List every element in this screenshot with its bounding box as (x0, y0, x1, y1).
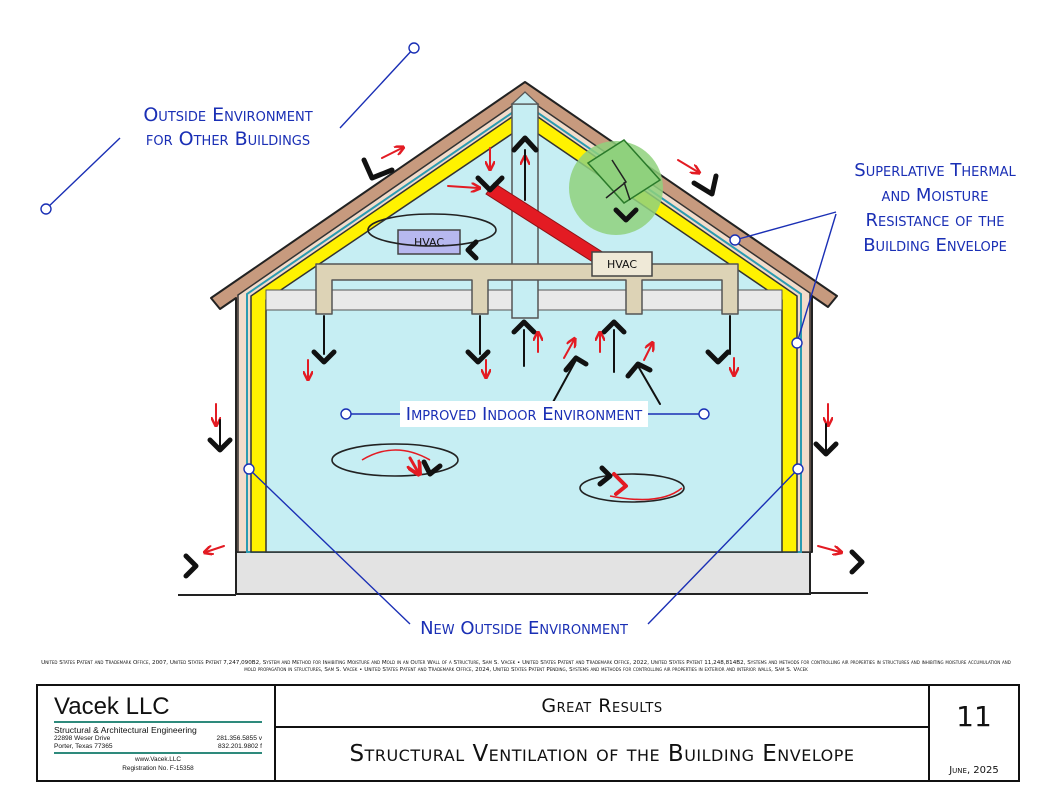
arrow-chevron-black (563, 355, 589, 373)
label-improved-indoor: Improved Indoor Environment (406, 404, 642, 425)
arrow-chevron-black (183, 553, 199, 579)
attic-fan-housing (586, 139, 662, 204)
arrow-black-line (637, 365, 661, 405)
arrow-chevron-black (597, 465, 613, 487)
arrow-chevron-black (475, 175, 505, 193)
arrow-black-line (551, 359, 577, 405)
airflow-arrows (183, 135, 865, 579)
leader-dot (340, 408, 352, 420)
arrow-red (677, 159, 698, 172)
logo-divider (54, 752, 262, 754)
label-new-outside: New Outside Environment (420, 618, 628, 639)
leader-dot (698, 408, 710, 420)
arrow-red (381, 148, 402, 159)
arrow-chevron-black (511, 135, 539, 153)
leader-superlative-lower (796, 213, 837, 344)
hvac-unit-right-label: HVAC (607, 258, 637, 271)
indoor-air-loop-right (579, 473, 685, 503)
leader-outside-other-upper (339, 47, 415, 129)
callout-leaders (40, 42, 837, 625)
company-registration: Registration No. F-15358 (122, 764, 194, 772)
callout-labels: Outside Environment for Other Buildings … (143, 104, 1016, 639)
company-phone-line1: 281.356.5855 v (216, 735, 262, 742)
company-address-line1: 22898 Weser Drive (54, 735, 111, 742)
arrow-red (563, 340, 574, 359)
logo-divider (54, 721, 262, 723)
label-superlative-line1: Superlative Thermal (854, 160, 1016, 181)
attic-fan-blades (605, 159, 631, 201)
label-superlative-line2: and Moisture (882, 185, 989, 206)
arrow-chevron-black (625, 361, 653, 379)
company-name: Vacek LLC (54, 693, 170, 720)
leader-dot (243, 463, 255, 475)
leader-superlative-upper (734, 211, 837, 241)
label-improved-bg (400, 401, 648, 427)
company-phone-line2: 832.201.9802 f (218, 743, 262, 750)
sheet-number: 11 (956, 700, 992, 733)
arrow-red (206, 545, 225, 552)
company-contact-row: 22898 Weser Drive 281.356.5855 v (54, 735, 262, 743)
arrow-red (817, 545, 840, 552)
hvac-unit-right (591, 251, 653, 277)
arrow-chevron-black (691, 173, 719, 197)
leader-dot (408, 42, 420, 54)
arrow-chevron-black (511, 319, 537, 335)
arrow-chevron-black (705, 349, 731, 365)
leader-dot (40, 203, 52, 215)
label-superlative-line3: Resistance of the (866, 210, 1005, 231)
arrow-red (643, 344, 652, 361)
arrow-chevron-black (465, 349, 491, 365)
company-website: www.Vacek.LLC (134, 756, 182, 763)
arrow-red (447, 186, 478, 188)
company-address-line2: Porter, Texas 77365 (54, 743, 113, 750)
leader-new-outside-right (647, 468, 799, 625)
arrow-chevron-black (849, 549, 865, 575)
patent-notice: United States Patent and Trademark Offic… (41, 660, 1011, 673)
leader-dot (791, 337, 803, 349)
sheet-title: Structural Ventilation of the Building E… (349, 741, 855, 767)
arrow-red (410, 456, 418, 472)
hvac-unit-left-label: HVAC (414, 236, 444, 249)
arrow-chevron-black (311, 349, 337, 365)
sheet-subtitle: Great Results (276, 686, 928, 728)
arrow-chevron-black (361, 157, 395, 181)
label-outside-other-line2: for Other Buildings (146, 128, 310, 150)
foundation-slab (235, 551, 811, 595)
label-outside-other-line1: Outside Environment (143, 104, 312, 126)
arrow-red (612, 472, 628, 496)
title-block-sheet-info: 11 June, 2025 (930, 686, 1018, 780)
arrow-chevron-black (465, 239, 479, 261)
company-logo-block: Vacek LLC Structural & Architectural Eng… (38, 686, 276, 780)
company-tagline: Structural & Architectural Engineering (54, 725, 197, 735)
title-block: Vacek LLC Structural & Architectural Eng… (36, 684, 1020, 782)
indoor-air-loop-left-red (361, 449, 431, 461)
leader-new-outside-left (248, 468, 411, 625)
indoor-air-loop-left (331, 443, 459, 477)
attic-air-loop (367, 213, 497, 247)
company-contact-row: Porter, Texas 77365 832.201.9802 f (54, 743, 262, 751)
indoor-air-loop-right-red (609, 487, 683, 501)
hvac-unit-left (397, 229, 461, 255)
arrow-chevron-black (601, 319, 627, 335)
leader-outside-other-lower (45, 137, 121, 210)
arrow-chevron-black (421, 459, 443, 477)
leader-dot (729, 234, 741, 246)
leader-dot (792, 463, 804, 475)
sheet-date: June, 2025 (949, 765, 999, 776)
title-block-titles: Great Results Structural Ventilation of … (276, 686, 930, 780)
label-superlative-line4: Building Envelope (863, 235, 1007, 256)
arrow-chevron-black (613, 207, 639, 223)
ridge-cap (510, 91, 540, 105)
